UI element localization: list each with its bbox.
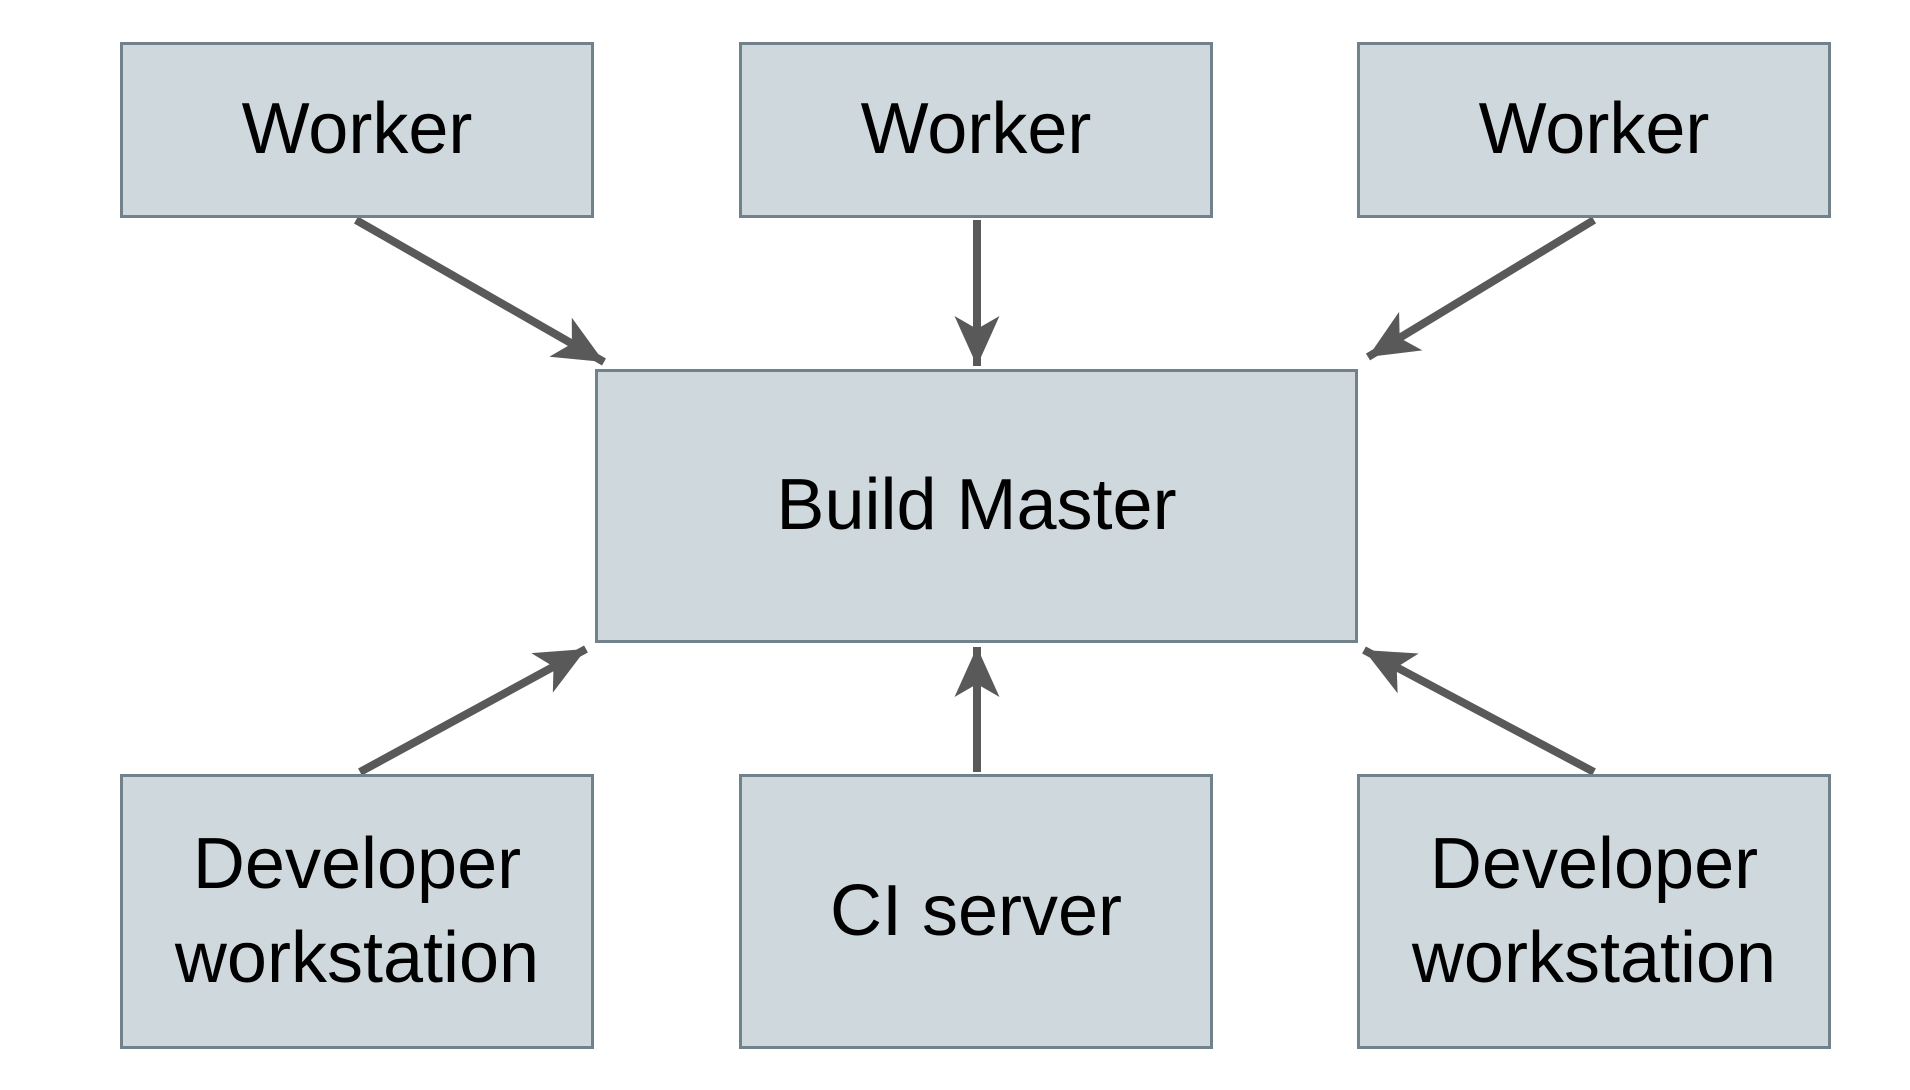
- node-developer-workstation-right: Developer workstation: [1357, 774, 1831, 1049]
- node-build-master-label: Build Master: [776, 465, 1177, 546]
- node-ci-server-label: CI server: [829, 870, 1123, 951]
- node-worker-2-label: Worker: [860, 89, 1092, 170]
- arrow-dev-left-to-build-master: [358, 645, 588, 776]
- node-worker-1-label: Worker: [241, 89, 473, 170]
- node-worker-1: Worker: [120, 42, 594, 218]
- node-developer-workstation-left-label: Developer workstation: [174, 823, 540, 998]
- node-worker-2: Worker: [739, 42, 1213, 218]
- node-worker-3: Worker: [1357, 42, 1831, 218]
- arrow-worker-3-to-build-master: [1365, 216, 1597, 361]
- arrow-worker-1-to-build-master: [354, 216, 606, 366]
- node-build-master: Build Master: [595, 369, 1358, 643]
- node-developer-workstation-right-label: Developer workstation: [1411, 823, 1777, 998]
- node-developer-workstation-left: Developer workstation: [120, 774, 594, 1049]
- node-ci-server: CI server: [739, 774, 1213, 1049]
- node-worker-3-label: Worker: [1478, 89, 1710, 170]
- arrow-dev-right-to-build-master: [1362, 646, 1596, 776]
